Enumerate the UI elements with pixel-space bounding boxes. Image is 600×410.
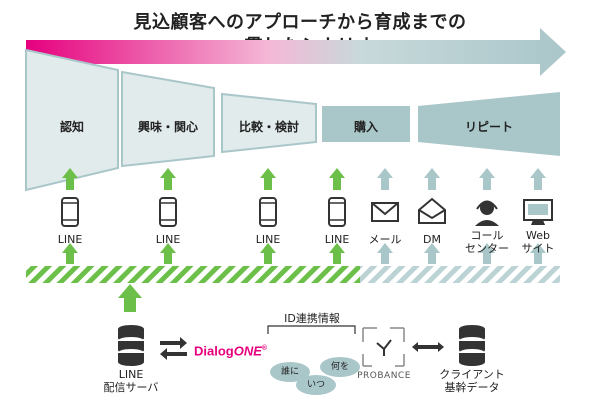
smartphone-icon bbox=[61, 197, 79, 227]
sync-arrows-icon-left bbox=[160, 337, 187, 360]
up-arrow-icon bbox=[160, 243, 176, 264]
client-db-label-1: クライアント bbox=[439, 368, 505, 381]
up-arrow-icon bbox=[377, 243, 393, 264]
bubble-what: 何を bbox=[330, 362, 349, 372]
channel-label: LINE bbox=[255, 233, 281, 246]
dialogone-trademark: ® bbox=[261, 345, 268, 352]
green-stripe-band bbox=[26, 266, 360, 283]
client-db-icon bbox=[459, 325, 485, 366]
channel-label-line2: センター bbox=[465, 242, 509, 255]
funnel-stage-label: リピート bbox=[464, 120, 513, 134]
up-arrow-icon bbox=[530, 243, 546, 264]
double-arrow-icon bbox=[412, 342, 444, 352]
up-arrow-icon bbox=[424, 243, 440, 264]
line-server-label-2: 配信サーバ bbox=[103, 381, 159, 394]
open-envelope-icon bbox=[418, 197, 446, 224]
up-arrow-icon bbox=[62, 243, 78, 264]
big-scenario-arrow bbox=[26, 28, 566, 76]
up-arrow-icon bbox=[62, 168, 78, 190]
funnel-stage-shapes bbox=[25, 48, 560, 192]
funnel-stage-label: 認知 bbox=[59, 120, 84, 134]
bottom-up-arrow bbox=[118, 284, 142, 312]
up-arrow-icon bbox=[329, 168, 345, 190]
channel-5 bbox=[418, 168, 446, 264]
line-server-db-icon bbox=[118, 325, 144, 366]
funnel-stage-3-shape bbox=[221, 92, 317, 154]
smartphone-icon bbox=[328, 197, 346, 227]
speech-bubbles bbox=[270, 357, 360, 395]
up-arrow-icon bbox=[479, 168, 495, 190]
channel-layer bbox=[61, 168, 553, 264]
up-arrow-icon bbox=[530, 168, 546, 190]
channel-0 bbox=[61, 168, 79, 264]
probance-label: PROBANCE bbox=[357, 371, 411, 381]
smartphone-icon bbox=[159, 197, 177, 227]
id-link-bracket bbox=[267, 325, 356, 334]
up-arrow-icon bbox=[260, 243, 276, 264]
smartphone-icon bbox=[259, 197, 277, 227]
client-db-label-2: 基幹データ bbox=[444, 381, 500, 394]
channel-label: LINE bbox=[324, 233, 350, 246]
funnel-stage-4-shape bbox=[322, 106, 410, 142]
funnel-stage-label: 比較・検討 bbox=[238, 120, 299, 134]
id-link-label: ID連携情報 bbox=[284, 312, 340, 325]
monitor-icon bbox=[523, 199, 553, 225]
funnel-stage-label: 購入 bbox=[353, 120, 378, 134]
line-server-label-1: LINE bbox=[118, 368, 144, 381]
channel-1 bbox=[159, 168, 177, 264]
dialogone-one-text: ONE bbox=[233, 343, 262, 359]
channel-label-line2: サイト bbox=[521, 242, 555, 255]
probance-logo bbox=[362, 327, 405, 367]
mail-icon bbox=[371, 202, 399, 222]
up-arrow-icon bbox=[160, 168, 176, 190]
channel-4 bbox=[371, 168, 399, 264]
headset-operator-icon bbox=[475, 200, 499, 226]
channel-6 bbox=[475, 168, 499, 264]
dialogone-logo: DialogONE® bbox=[194, 341, 284, 359]
channel-label: DM bbox=[423, 233, 441, 246]
channel-label: Web bbox=[526, 229, 550, 242]
funnel-stage-label: 興味・関心 bbox=[137, 120, 198, 134]
funnel-stage-1-shape bbox=[25, 48, 119, 192]
channel-label: メール bbox=[368, 233, 402, 246]
up-arrow-icon bbox=[260, 168, 276, 190]
channel-2 bbox=[259, 168, 277, 264]
channel-label: コール bbox=[470, 229, 504, 242]
gray-stripe-band bbox=[360, 266, 560, 283]
funnel-stage-2-shape bbox=[121, 70, 215, 168]
dialogone-dialog-text: Dialog bbox=[194, 343, 234, 359]
diagram-title-line1: 見込顧客へのアプローチから育成までの bbox=[133, 12, 467, 33]
up-arrow-icon bbox=[424, 168, 440, 190]
channel-label: LINE bbox=[155, 233, 181, 246]
up-arrow-icon bbox=[377, 168, 393, 190]
bubble-who: 誰に bbox=[280, 367, 299, 377]
funnel-stage-5-shape bbox=[418, 92, 560, 156]
bubble-when: いつ bbox=[306, 380, 325, 390]
channel-label: LINE bbox=[57, 233, 83, 246]
channel-3 bbox=[328, 168, 346, 264]
up-arrow-icon bbox=[479, 243, 495, 264]
up-arrow-icon bbox=[329, 243, 345, 264]
channel-7 bbox=[523, 168, 553, 264]
